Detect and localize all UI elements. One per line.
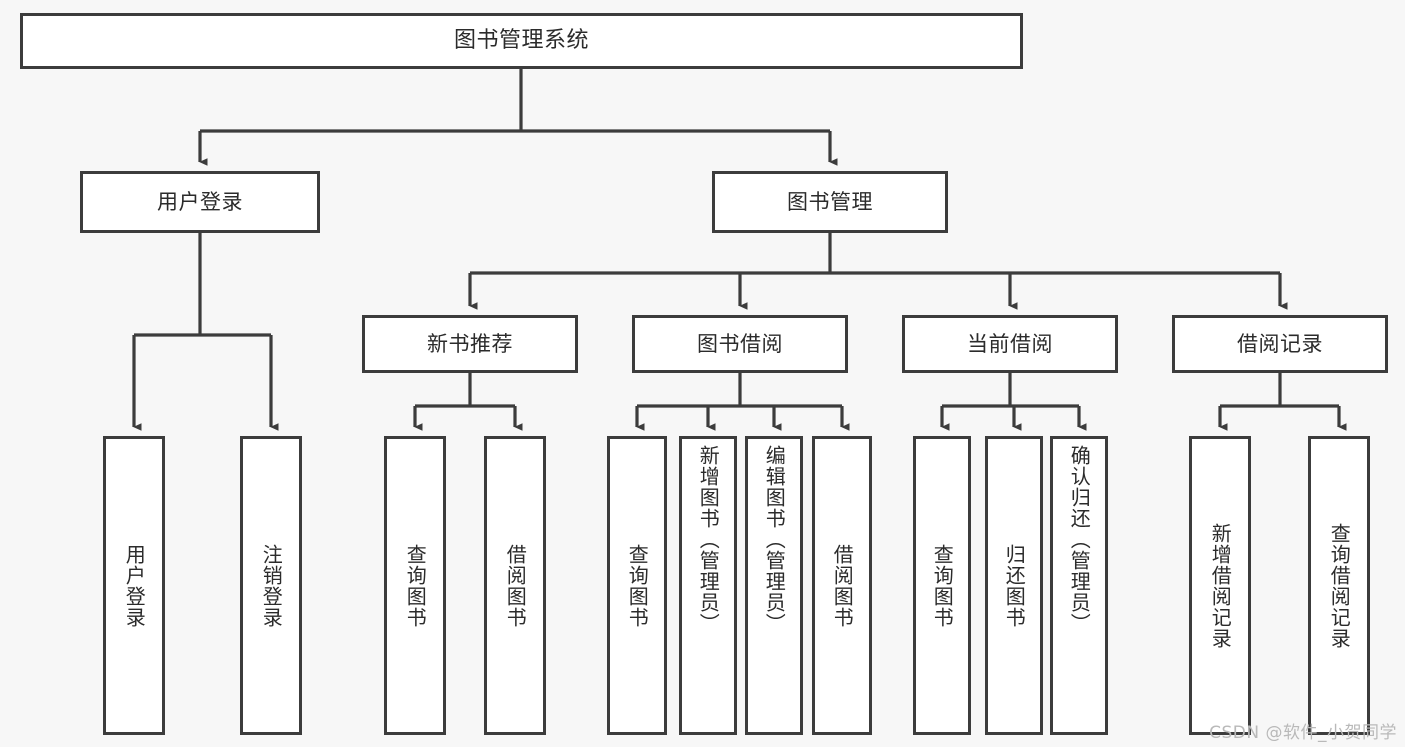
- node-new-book-recommend[interactable]: 新书推荐: [362, 315, 578, 373]
- node-user-login[interactable]: 用户登录: [80, 171, 320, 233]
- node-leaf-query-book-borrow-label: 查询图书: [625, 543, 650, 628]
- node-borrow-record[interactable]: 借阅记录: [1172, 315, 1388, 373]
- node-user-login-label: 用户登录: [157, 189, 243, 214]
- node-leaf-borrow-book-recommend-label: 借阅图书: [503, 543, 528, 628]
- node-leaf-logout-login-label: 注销登录: [259, 543, 284, 628]
- node-book-borrow-label: 图书借阅: [697, 331, 783, 356]
- node-book-borrow[interactable]: 图书借阅: [632, 315, 848, 373]
- node-leaf-return-book-label: 归还图书: [1002, 543, 1027, 628]
- node-leaf-borrow-book-recommend[interactable]: 借阅图书: [484, 436, 546, 735]
- node-leaf-query-book-current[interactable]: 查询图书: [913, 436, 971, 735]
- node-leaf-query-book-current-label: 查询图书: [930, 543, 955, 628]
- node-leaf-query-book-borrow[interactable]: 查询图书: [607, 436, 667, 735]
- node-new-book-recommend-label: 新书推荐: [427, 331, 513, 356]
- node-leaf-query-book-recommend-label: 查询图书: [403, 543, 428, 628]
- node-leaf-logout-login[interactable]: 注销登录: [240, 436, 302, 735]
- node-leaf-borrow-book[interactable]: 借阅图书: [812, 436, 872, 735]
- node-leaf-query-borrow-record-label: 查询借阅记录: [1327, 522, 1352, 649]
- node-leaf-add-book-admin[interactable]: 新增图书（管理员）: [679, 436, 737, 735]
- node-leaf-borrow-book-label: 借阅图书: [830, 543, 855, 628]
- node-leaf-confirm-return-admin-label: 确认归还（管理员）: [1067, 445, 1092, 634]
- node-leaf-confirm-return-admin[interactable]: 确认归还（管理员）: [1050, 436, 1108, 735]
- watermark: CSDN @软件_小贺同学: [1209, 723, 1397, 743]
- node-leaf-edit-book-admin-label: 编辑图书（管理员）: [762, 445, 787, 634]
- node-borrow-record-label: 借阅记录: [1237, 331, 1323, 356]
- node-leaf-add-borrow-record[interactable]: 新增借阅记录: [1189, 436, 1251, 735]
- node-leaf-user-login[interactable]: 用户登录: [103, 436, 165, 735]
- node-leaf-query-book-recommend[interactable]: 查询图书: [384, 436, 446, 735]
- node-root-label: 图书管理系统: [453, 28, 589, 54]
- node-book-manage-label: 图书管理: [787, 189, 873, 214]
- node-leaf-add-book-admin-label: 新增图书（管理员）: [696, 445, 721, 634]
- node-leaf-user-login-label: 用户登录: [122, 543, 147, 628]
- node-current-borrow-label: 当前借阅: [967, 331, 1053, 356]
- node-leaf-query-borrow-record[interactable]: 查询借阅记录: [1308, 436, 1370, 735]
- node-leaf-return-book[interactable]: 归还图书: [985, 436, 1043, 735]
- node-leaf-edit-book-admin[interactable]: 编辑图书（管理员）: [745, 436, 803, 735]
- node-leaf-add-borrow-record-label: 新增借阅记录: [1208, 522, 1233, 649]
- node-root[interactable]: 图书管理系统: [20, 13, 1023, 69]
- node-current-borrow[interactable]: 当前借阅: [902, 315, 1118, 373]
- node-book-manage[interactable]: 图书管理: [712, 171, 948, 233]
